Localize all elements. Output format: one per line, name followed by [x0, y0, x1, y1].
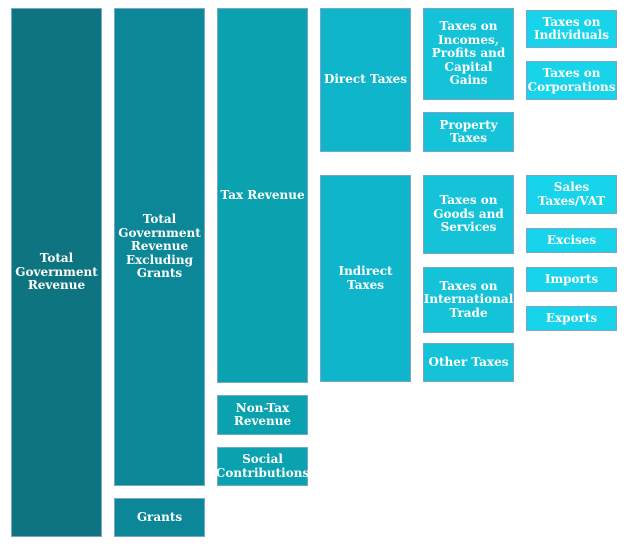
- node-social-contributions: Social Contributions: [216, 447, 309, 486]
- node-taxes-on-international-trade: Taxes on International Trade: [423, 267, 514, 333]
- node-other-taxes: Other Taxes: [423, 343, 514, 382]
- node-non-tax-revenue: Non-Tax Revenue: [217, 395, 308, 435]
- node-indirect-taxes: Indirect Taxes: [320, 175, 411, 382]
- node-exports: Exports: [526, 306, 617, 331]
- node-direct-taxes: Direct Taxes: [320, 8, 411, 152]
- node-grants: Grants: [114, 498, 205, 537]
- node-taxes-on-incomes-profits-and-capital-gains: Taxes on Incomes, Profits and Capital Ga…: [423, 8, 514, 100]
- node-total-government-revenue-excluding-grants: Total Government Revenue Excluding Grant…: [114, 8, 205, 486]
- node-total-government-revenue: Total Government Revenue: [11, 8, 102, 537]
- node-taxes-on-individuals: Taxes on Individuals: [526, 10, 617, 48]
- node-taxes-on-corporations: Taxes on Corporations: [526, 61, 617, 100]
- node-sales-taxes-vat: Sales Taxes/VAT: [526, 175, 617, 214]
- node-tax-revenue: Tax Revenue: [217, 8, 308, 383]
- node-imports: Imports: [526, 267, 617, 292]
- node-excises: Excises: [526, 228, 617, 253]
- node-taxes-on-goods-and-services: Taxes on Goods and Services: [423, 175, 514, 254]
- node-property-taxes: Property Taxes: [423, 112, 514, 152]
